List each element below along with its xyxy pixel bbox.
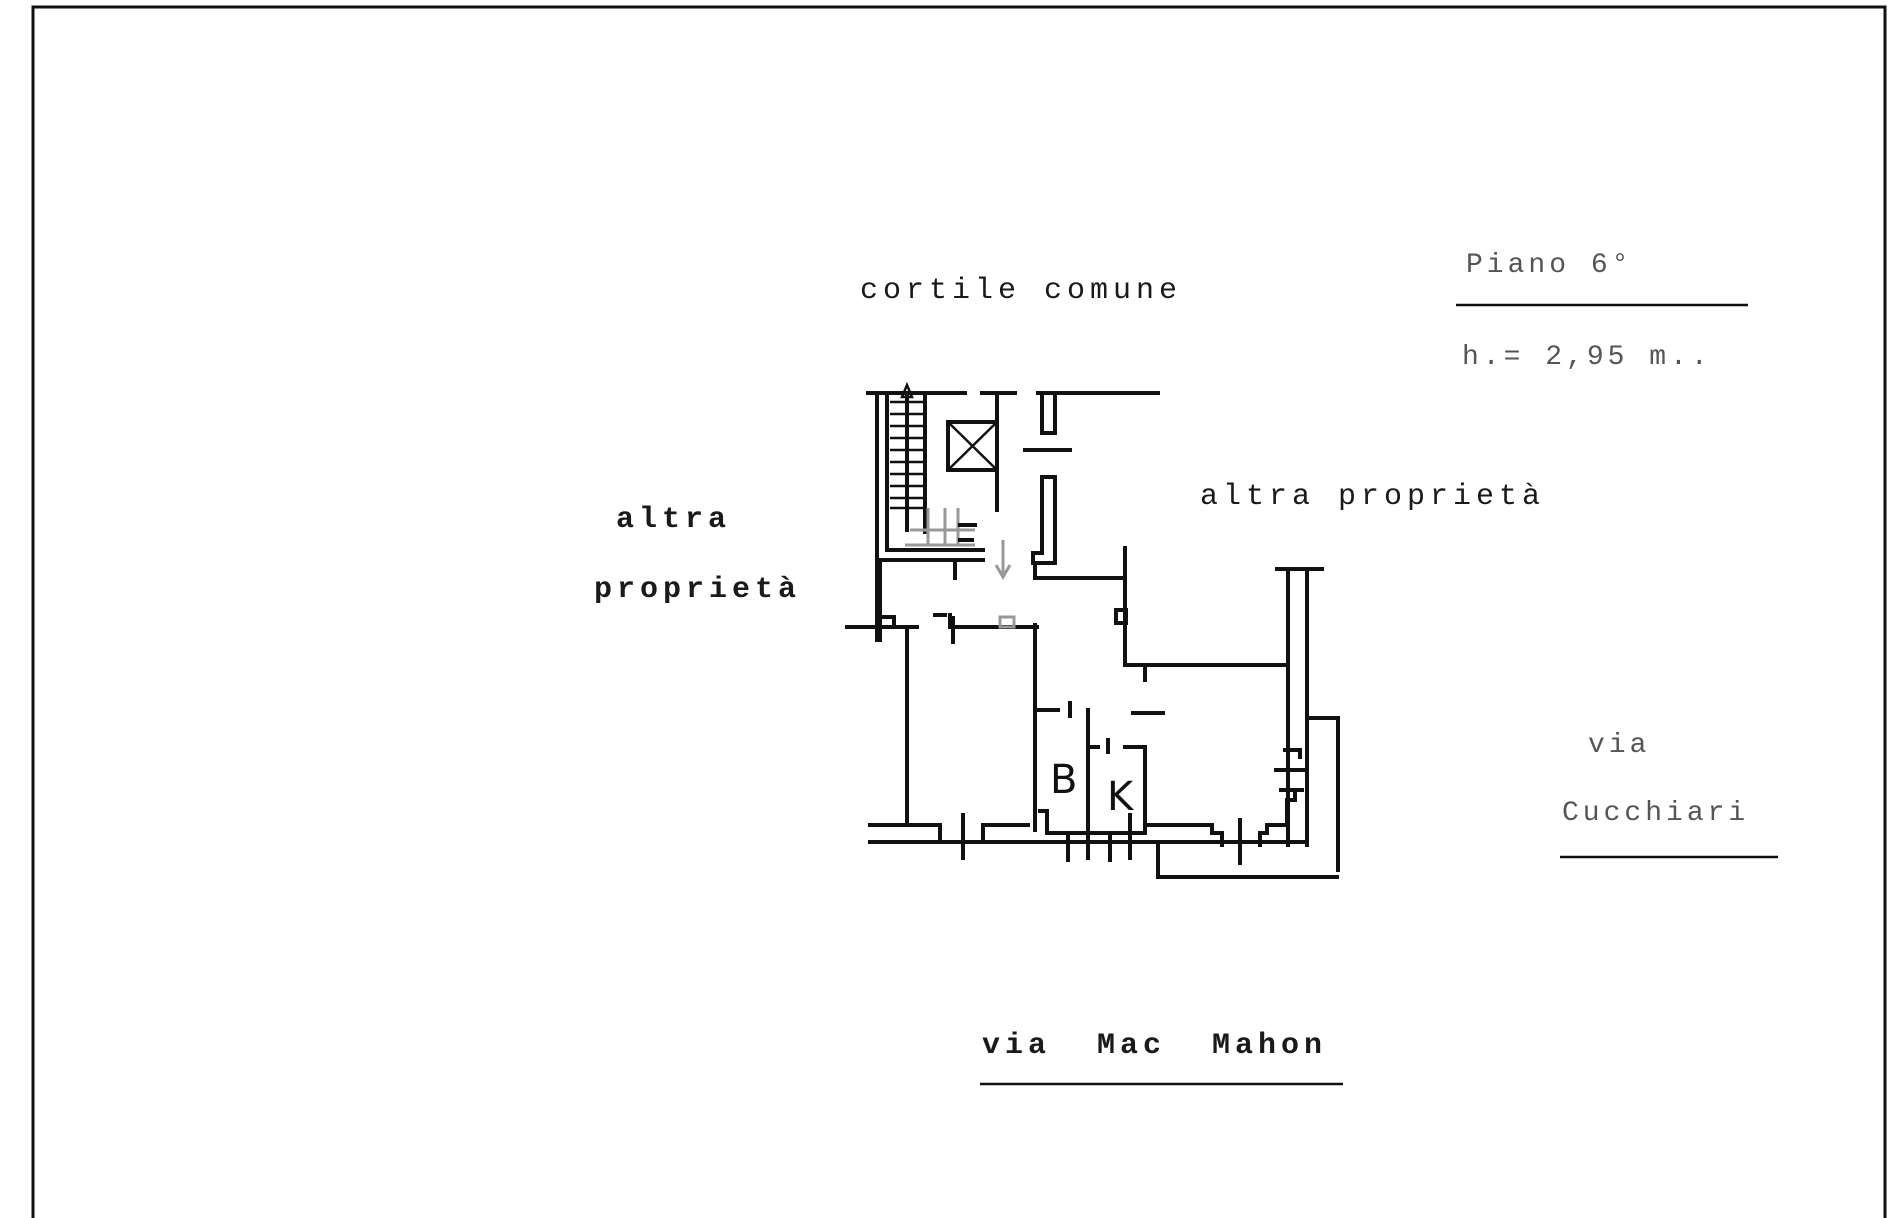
entry-arrow-icon [994,540,1012,580]
room-k-label: K [1107,774,1135,820]
elevator-shaft [946,391,999,512]
sheet-frame [31,5,1887,1218]
west-label-line1: altra [616,503,731,537]
east-label: altra proprietà [1200,480,1545,514]
staircase [866,381,1160,642]
room-b-label: B [1050,757,1077,803]
height-label: h.= 2,95 m.. [1462,342,1712,373]
right-street-label-line1: via [1588,730,1650,761]
walls [845,391,1340,879]
right-street-label-line2: Cucchiari [1562,798,1749,829]
bottom-street-label: via Mac Mahon [982,1029,1327,1063]
west-label-line2: proprietà [594,573,801,607]
floor-label: Piano 6° [1466,250,1632,281]
north-label: cortile comune [860,274,1182,308]
